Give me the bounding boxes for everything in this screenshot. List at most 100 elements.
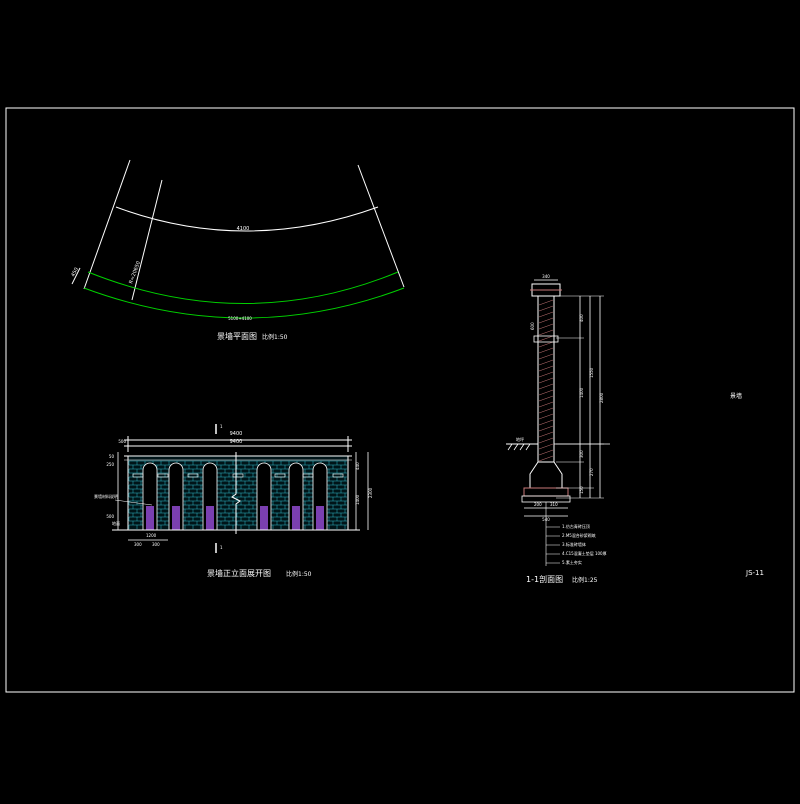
sect-dim-5: 270 bbox=[589, 468, 594, 476]
plan-radial-left bbox=[83, 159, 131, 290]
plan-title: 景墙平面图 bbox=[217, 331, 257, 341]
elev-height-dim-4: 1400 bbox=[355, 494, 360, 505]
elevation-view: 9400 9400 500 1 1 50 250 500 440 1400 23… bbox=[94, 424, 373, 578]
sect-notes: 1.仿古青砖压顶 2.M5混合砂浆砌筑 3.标准砖墙体 4.C15混凝土垫层 1… bbox=[546, 523, 607, 565]
hatch-line bbox=[538, 455, 554, 462]
hatch-line bbox=[538, 323, 554, 330]
section-mark-label-top: 1 bbox=[220, 424, 223, 429]
elev-break-line bbox=[231, 452, 241, 534]
hatch-line bbox=[538, 431, 554, 438]
elev-bottom-dim-0: 300 bbox=[134, 542, 142, 547]
plan-radius-dim: R=20650 bbox=[128, 260, 142, 284]
hatch-line bbox=[538, 383, 554, 390]
hatch-line bbox=[538, 329, 554, 336]
hatch-line bbox=[538, 377, 554, 384]
sect-bottom-dim-0: 200 bbox=[534, 502, 542, 507]
elevation-title: 景墙正立面展开图 bbox=[207, 568, 271, 578]
plan-dimension-arc bbox=[115, 206, 379, 232]
elev-bottom-label: 1200 bbox=[146, 533, 157, 538]
sect-note-3: 4.C15混凝土垫层 100厚 bbox=[562, 550, 607, 556]
hatch-line bbox=[538, 407, 554, 414]
elev-note: 景墙材料说明 bbox=[94, 493, 118, 499]
section-title: 1-1剖面图 bbox=[526, 574, 563, 584]
elev-height-dim-2: 500 bbox=[106, 514, 114, 519]
section-mark-label-bottom: 1 bbox=[220, 545, 223, 550]
sect-dim-4: 300 bbox=[579, 450, 584, 458]
elev-bottom-dim-1: 300 bbox=[152, 542, 160, 547]
sect-wall bbox=[537, 295, 555, 463]
hatch-line bbox=[538, 437, 554, 444]
pilaster-cap bbox=[274, 473, 286, 478]
sect-foundation-pad bbox=[523, 487, 569, 497]
pilaster-cap bbox=[132, 473, 144, 478]
sheet-border bbox=[5, 107, 795, 693]
sect-dim-3: 2800 bbox=[599, 392, 604, 403]
hatch-line bbox=[538, 353, 554, 360]
hatch-line bbox=[538, 389, 554, 396]
plan-view: 4100 450 R=20650 5100+4100 景墙平面图 比例1:50 bbox=[70, 159, 405, 341]
plan-radial-mid bbox=[131, 179, 163, 301]
elev-total-dim-inner: 9400 bbox=[230, 439, 243, 445]
sect-note-1: 2.M5混合砂浆砌筑 bbox=[562, 532, 596, 538]
plan-arc-dim: 4100 bbox=[237, 226, 250, 232]
elev-total-dim: 9400 bbox=[230, 431, 243, 437]
sect-bottom-dim-1: 310 bbox=[550, 502, 558, 507]
hatch-line bbox=[538, 419, 554, 426]
sect-ground-label: 地坪 bbox=[516, 436, 524, 442]
hatch-line bbox=[538, 317, 554, 324]
section-scale: 比例1:25 bbox=[572, 576, 598, 584]
sect-note-0: 1.仿古青砖压顶 bbox=[562, 523, 590, 529]
hatch-line bbox=[538, 299, 554, 306]
sect-dim-2: 1550 bbox=[589, 367, 594, 378]
hatch-line bbox=[538, 359, 554, 366]
sect-wall-hatch bbox=[538, 299, 554, 462]
niche-panel bbox=[316, 506, 324, 530]
side-label: 景墙 bbox=[730, 392, 742, 400]
elev-note-leader bbox=[114, 499, 153, 506]
elev-ground-label: 地面 bbox=[112, 520, 120, 526]
section-view: 340 地坪 bbox=[506, 274, 610, 584]
hatch-line bbox=[538, 311, 554, 318]
plan-chord-label: 5100+4100 bbox=[228, 316, 252, 321]
pilaster-cap bbox=[157, 473, 169, 478]
sect-left-dim: 600 bbox=[530, 322, 535, 330]
elev-niches bbox=[132, 462, 344, 530]
elev-height-dim-1: 250 bbox=[106, 462, 114, 467]
hatch-line bbox=[538, 443, 554, 450]
sect-ground-hatch bbox=[507, 443, 531, 451]
plan-radial-right bbox=[357, 164, 405, 288]
pilaster-cap bbox=[302, 473, 314, 478]
sect-note-4: 5.素土夯实 bbox=[562, 559, 582, 565]
niche-panel bbox=[172, 506, 180, 530]
plan-wall-outer-arc bbox=[87, 271, 399, 304]
hatch-line bbox=[538, 347, 554, 354]
hatch-line bbox=[538, 401, 554, 408]
pilaster-cap bbox=[332, 473, 344, 478]
plan-wall-inner-arc bbox=[83, 287, 405, 319]
pilaster-cap bbox=[232, 473, 244, 478]
elev-height-dim-0: 50 bbox=[109, 454, 115, 459]
sect-note-2: 3.标准砖墙体 bbox=[562, 541, 586, 547]
hatch-line bbox=[538, 425, 554, 432]
hatch-line bbox=[538, 365, 554, 372]
elev-height-dim-5: 2300 bbox=[368, 487, 373, 498]
sect-dim-6: 150 bbox=[579, 486, 584, 494]
hatch-line bbox=[538, 449, 554, 456]
pilaster-cap bbox=[187, 473, 199, 478]
elevation-scale: 比例1:50 bbox=[286, 570, 312, 578]
drawing-number: JS-11 bbox=[745, 569, 764, 577]
elev-left-dim: 500 bbox=[118, 439, 126, 444]
sect-dim-1: 1400 bbox=[579, 387, 584, 398]
hatch-line bbox=[538, 341, 554, 348]
hatch-line bbox=[538, 335, 554, 342]
sect-top-dim: 340 bbox=[542, 274, 550, 279]
niche-panel bbox=[292, 506, 300, 530]
sect-dim-0: 400 bbox=[579, 314, 584, 322]
hatch-line bbox=[538, 305, 554, 312]
hatch-line bbox=[538, 413, 554, 420]
niche-panel bbox=[260, 506, 268, 530]
plan-tick bbox=[71, 267, 81, 285]
hatch-line bbox=[538, 395, 554, 402]
sect-foundation-base bbox=[521, 495, 571, 503]
